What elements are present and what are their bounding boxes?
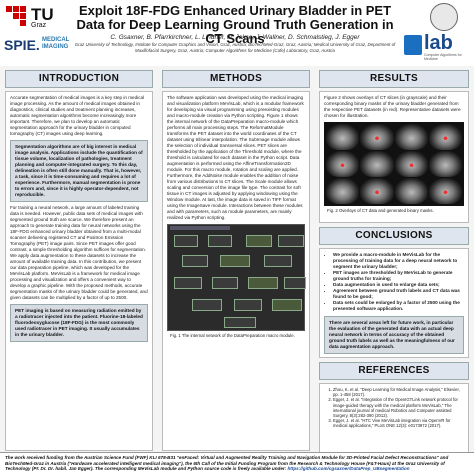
reference-item: Zhou, K. et al. "Deep Learning for Medic… (333, 387, 464, 397)
footer-text: The work received funding from the Austr… (5, 455, 449, 471)
conclusions-highlight: There are several areas left for future … (324, 316, 464, 354)
methods-panel: The software application was developed u… (162, 91, 310, 451)
intro-highlight-1: Segmentation algorithms are of big inter… (10, 140, 148, 202)
cafe-lab-logo: lab Computer Algorithms for Medicine (404, 32, 466, 61)
dataprep-network-figure (167, 224, 306, 331)
source-code-link[interactable]: https://github.com/cgsaxner/DataPrep_UBs… (287, 466, 410, 471)
poster-authors: C. Gsaxner, B. Pfarrkirchner, L. Lindner… (110, 34, 360, 41)
university-seal-icon (430, 3, 458, 31)
poster-header: TU Graz SPIE. MEDICAL IMAGING Exploit 18… (0, 0, 474, 66)
references-panel: Zhou, K. et al. "Deep Learning for Medic… (319, 383, 469, 453)
results-panel: Figure 2 shows overlays of CT slices (in… (319, 91, 469, 223)
lab-logo-sub: Computer Algorithms for Medicine (424, 53, 462, 61)
methods-figure-caption: Fig. 1 The internal network of the DataP… (170, 333, 295, 338)
methods-body: The software application was developed u… (167, 95, 304, 220)
results-column: RESULTS Figure 2 shows overlays of CT sl… (319, 70, 469, 453)
reference-item: Egger, J. et al. "Integration of the Ope… (333, 397, 464, 418)
poster-affiliation: Graz University of Technology, Institute… (74, 42, 396, 53)
methods-column: METHODS The software application was dev… (162, 70, 310, 451)
results-body: Figure 2 shows overlays of CT slices (in… (324, 95, 461, 118)
tu-logo-sub: Graz (31, 22, 47, 29)
ct-overlay-figure (324, 122, 464, 206)
tu-logo-text: TU (31, 5, 54, 24)
references-list: Zhou, K. et al. "Deep Learning for Medic… (324, 387, 464, 429)
title-text: Exploit 18F-FDG Enhanced Urinary Bladder… (76, 3, 394, 46)
conclusions-panel: We provide a macro-module in MeVisLab fo… (319, 248, 469, 358)
intro-paragraph-1: Accurate segmentation of medical images … (10, 95, 145, 136)
intro-highlight-2: PET imaging is based on measuring radiat… (10, 304, 148, 342)
introduction-column: INTRODUCTION Accurate segmentation of me… (5, 70, 153, 451)
methods-heading: METHODS (162, 70, 310, 88)
conclusion-item: Data sets could be enlarged by a factor … (333, 300, 464, 312)
spie-logo-sub: MEDICAL IMAGING (42, 37, 70, 50)
conclusions-heading: CONCLUSIONS (319, 227, 469, 245)
conclusion-item: We provide a macro-module in MeVisLab fo… (333, 252, 464, 270)
intro-paragraph-2: For training a neural network, a large a… (10, 205, 148, 300)
poster-footer: The work received funding from the Austr… (0, 452, 474, 475)
reference-item: Egger, J. et al. "HTC Vive MeVisLab inte… (333, 418, 464, 428)
spie-logo-text: SPIE. (4, 37, 40, 53)
conclusion-item: Agreement between ground truth labels an… (333, 288, 464, 300)
poster-title: Exploit 18F-FDG Enhanced Urinary Bladder… (70, 4, 400, 46)
conclusions-list: We provide a macro-module in MeVisLab fo… (324, 252, 464, 312)
results-figure-caption: Fig. 2 Overlays of CT data and generated… (327, 208, 434, 213)
conclusion-item: PET images are thresholded by MeVisLab t… (333, 270, 464, 282)
lab-logo-text: lab (424, 32, 453, 54)
references-heading: REFERENCES (319, 362, 469, 380)
introduction-panel: Accurate segmentation of medical images … (5, 91, 153, 451)
tu-graz-logo: TU Graz (6, 5, 60, 29)
introduction-heading: INTRODUCTION (5, 70, 153, 88)
conclusion-item: Data augmentation is used to enlarge dat… (333, 282, 464, 288)
results-heading: RESULTS (319, 70, 469, 88)
